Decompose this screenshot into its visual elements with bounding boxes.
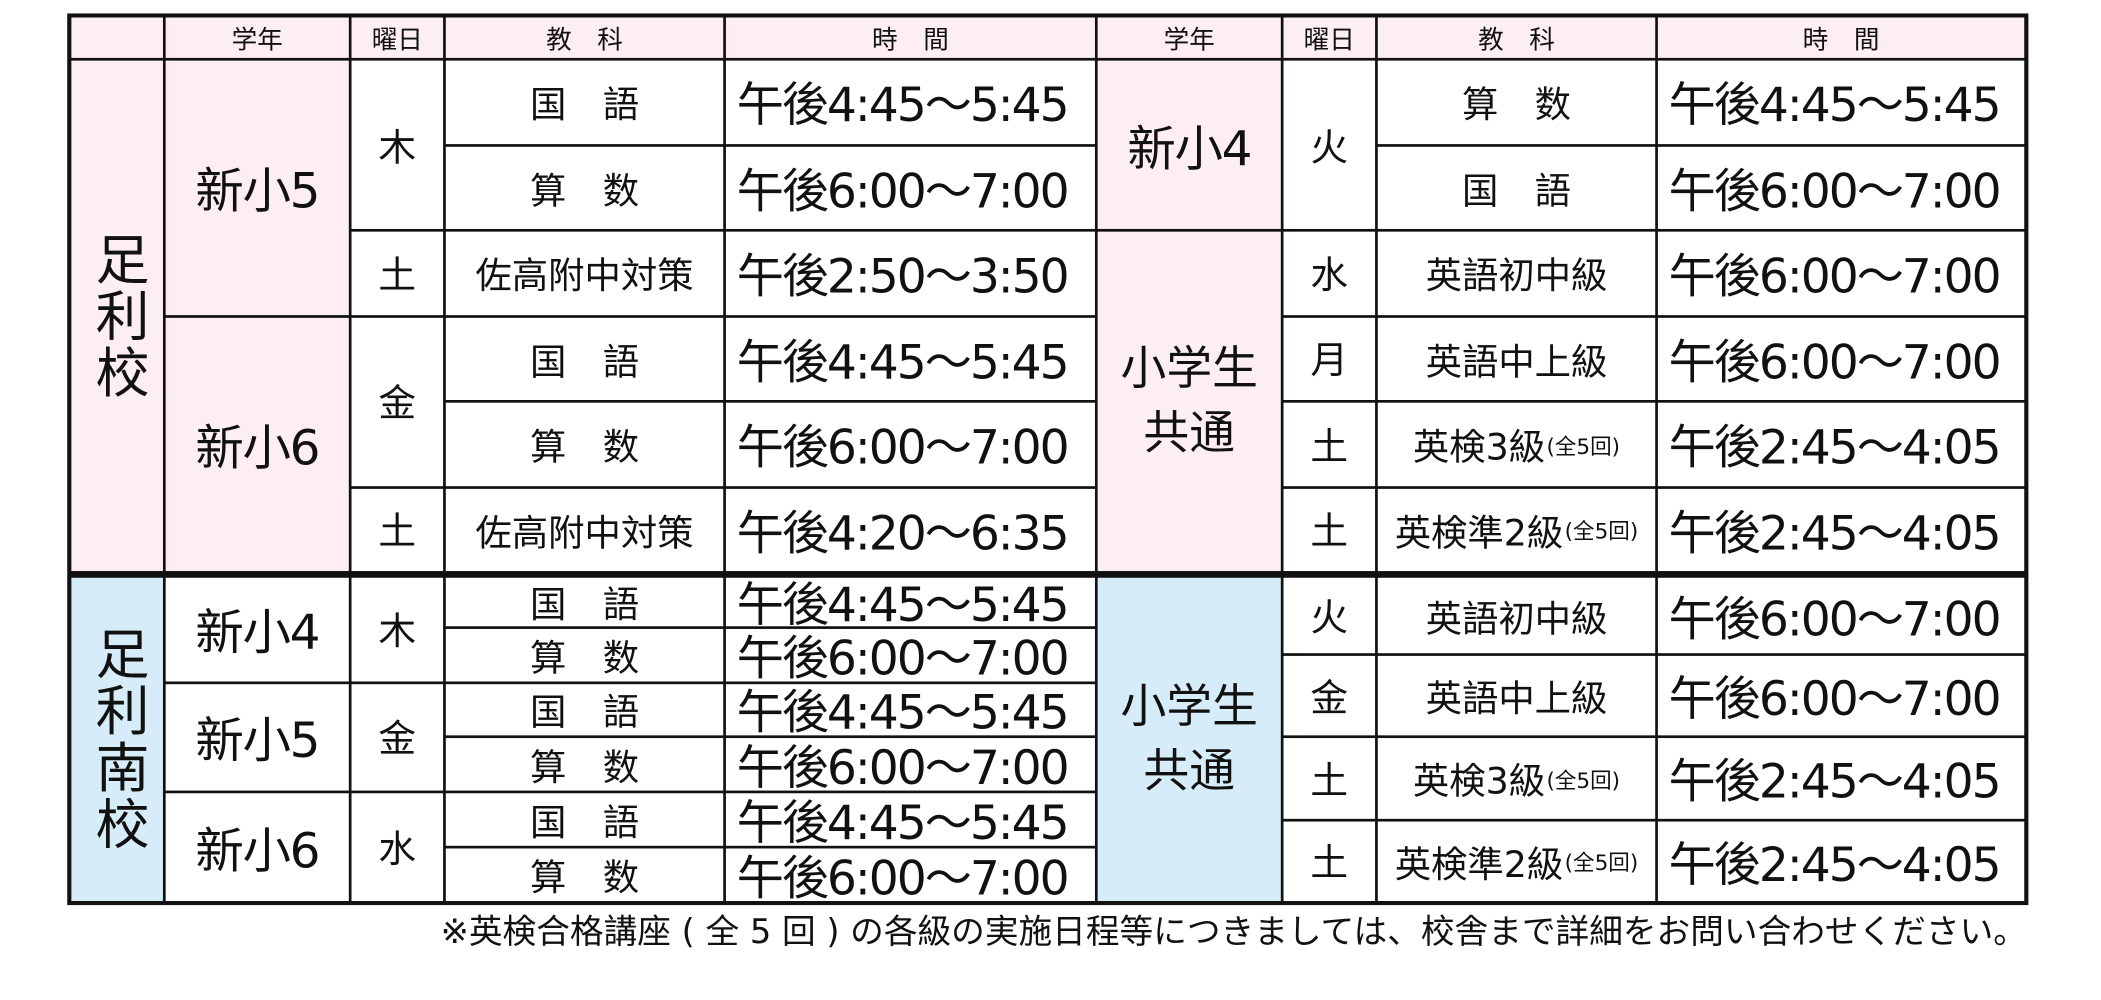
grade-common-line: 小学生: [1120, 342, 1258, 396]
subject-cell: 算 数: [445, 628, 724, 681]
subject-cell: 佐高附中対策: [445, 231, 724, 315]
subject-cell: 佐高附中対策: [445, 488, 724, 572]
day-cell: 土: [351, 488, 444, 572]
schedule-table: 学年 曜日 教 科 時 間 学年 曜日 教 科 時 間 足利校 新小5 新小6 …: [67, 13, 2029, 905]
time-cell: 午後2:45〜4:05: [1657, 820, 2025, 901]
day-cell: 火: [1283, 60, 1376, 229]
header-grade: 学年: [165, 17, 349, 58]
subject-note: (全5回): [1564, 518, 1639, 545]
time-cell: 午後6:00〜7:00: [1657, 317, 2025, 400]
day-cell: 木: [351, 577, 444, 681]
time-cell: 午後4:20〜6:35: [725, 488, 1095, 572]
day-cell: 土: [1283, 402, 1376, 486]
grade-common-line: 共通: [1143, 406, 1236, 461]
time-cell: 午後6:00〜7:00: [725, 402, 1095, 486]
subject-cell: 英検準2級(全5回): [1377, 488, 1656, 572]
time-cell: 午後6:00〜7:00: [725, 146, 1095, 229]
subject-cell: 算 数: [445, 848, 724, 901]
subject-cell: 英検3級(全5回): [1377, 402, 1656, 486]
subject-cell: 算 数: [445, 738, 724, 791]
day-cell: 土: [1283, 488, 1376, 572]
grade-cell: 新小5: [165, 683, 349, 791]
subject-cell: 算 数: [445, 146, 724, 229]
time-cell: 午後6:00〜7:00: [725, 628, 1095, 681]
subject-cell: 国 語: [445, 793, 724, 846]
grade-common-cell: 小学生 共通: [1097, 231, 1281, 572]
grade-cell: 新小6: [165, 317, 349, 572]
time-cell: 午後4:45〜5:45: [725, 793, 1095, 846]
day-cell: 土: [351, 231, 444, 315]
time-cell: 午後4:45〜5:45: [725, 317, 1095, 400]
time-cell: 午後6:00〜7:00: [1657, 577, 2025, 654]
day-cell: 水: [1283, 231, 1376, 315]
time-cell: 午後2:50〜3:50: [725, 231, 1095, 315]
subject-note: (全5回): [1564, 849, 1639, 876]
day-cell: 火: [1283, 577, 1376, 654]
day-cell: 月: [1283, 317, 1376, 400]
header-time: 時 間: [725, 17, 1095, 58]
time-cell: 午後4:45〜5:45: [725, 60, 1095, 144]
school-name: 足利校: [71, 60, 163, 572]
header-time: 時 間: [1657, 17, 2025, 58]
subject-cell: 英検3級(全5回): [1377, 738, 1656, 819]
day-cell: 木: [351, 60, 444, 229]
subject-label: 英検準2級: [1394, 843, 1564, 886]
subject-cell: 英語初中級: [1377, 231, 1656, 315]
time-cell: 午後2:45〜4:05: [1657, 488, 2025, 572]
subject-label: 英検3級: [1412, 427, 1546, 470]
subject-cell: 英語中上級: [1377, 317, 1656, 400]
time-cell: 午後2:45〜4:05: [1657, 738, 2025, 819]
header-subject: 教 科: [1377, 17, 1656, 58]
day-cell: 土: [1283, 820, 1376, 901]
school-name: 足利南校: [71, 577, 163, 901]
day-cell: 金: [351, 683, 444, 791]
grade-common-cell: 小学生 共通: [1097, 577, 1281, 901]
grade-common-line: 共通: [1143, 744, 1236, 799]
subject-note: (全5回): [1546, 433, 1621, 459]
subject-cell: 英語初中級: [1377, 577, 1656, 654]
header-subject: 教 科: [445, 17, 724, 58]
subject-cell: 国 語: [1377, 146, 1656, 229]
grade-cell: 新小5: [165, 60, 349, 315]
header-grade: 学年: [1097, 17, 1281, 58]
subject-cell: 算 数: [445, 402, 724, 486]
grade-common-line: 小学生: [1120, 679, 1258, 734]
footnote: ※英検合格講座 ( 全 5 回 ) の各級の実施日程等につきましては、校舎まで詳…: [440, 911, 2027, 951]
time-cell: 午後4:45〜5:45: [725, 577, 1095, 626]
subject-note: (全5回): [1546, 767, 1621, 794]
grade-cell: 新小4: [165, 577, 349, 681]
time-cell: 午後4:45〜5:45: [725, 683, 1095, 736]
subject-cell: 国 語: [445, 683, 724, 736]
subject-cell: 国 語: [445, 60, 724, 144]
header-day: 曜日: [1283, 17, 1376, 58]
subject-cell: 国 語: [445, 577, 724, 626]
time-cell: 午後6:00〜7:00: [725, 738, 1095, 791]
grade-cell: 新小4: [1097, 60, 1281, 229]
subject-cell: 算 数: [1377, 60, 1656, 144]
subject-label: 英検準2級: [1394, 512, 1564, 555]
day-cell: 金: [351, 317, 444, 486]
subject-cell: 英語中上級: [1377, 656, 1656, 736]
day-cell: 水: [351, 793, 444, 901]
time-cell: 午後6:00〜7:00: [1657, 146, 2025, 229]
grade-cell: 新小6: [165, 793, 349, 901]
subject-cell: 英検準2級(全5回): [1377, 820, 1656, 901]
header-blank: [71, 17, 163, 58]
subject-label: 英検3級: [1412, 761, 1546, 804]
day-cell: 金: [1283, 656, 1376, 736]
time-cell: 午後2:45〜4:05: [1657, 402, 2025, 486]
time-cell: 午後6:00〜7:00: [1657, 656, 2025, 736]
subject-cell: 国 語: [445, 317, 724, 400]
time-cell: 午後6:00〜7:00: [725, 848, 1095, 901]
header-day: 曜日: [351, 17, 444, 58]
day-cell: 土: [1283, 738, 1376, 819]
time-cell: 午後4:45〜5:45: [1657, 60, 2025, 144]
time-cell: 午後6:00〜7:00: [1657, 231, 2025, 315]
